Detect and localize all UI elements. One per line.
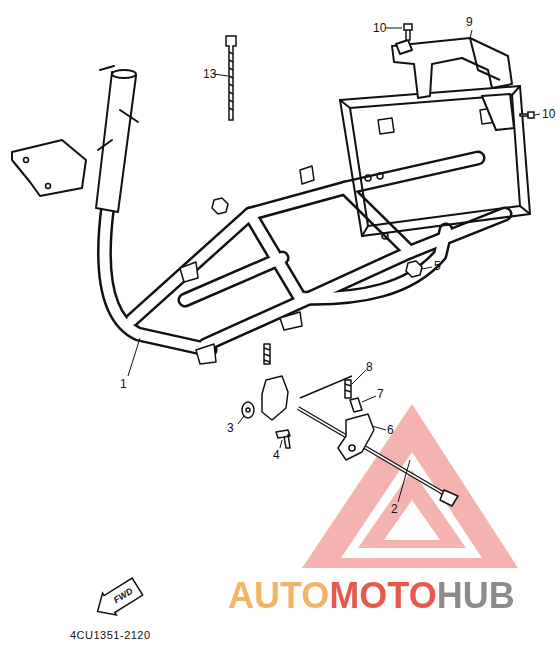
frame-body — [300, 166, 314, 184]
stand-parts — [440, 490, 458, 506]
direction-arrow: FWD — [91, 576, 145, 623]
frame-body — [406, 261, 422, 277]
leader-line — [128, 338, 140, 376]
frame-body — [250, 214, 300, 298]
frame-body — [377, 173, 383, 179]
frame-body — [345, 188, 410, 252]
bolt-part — [520, 112, 534, 118]
callout-number: 6 — [387, 424, 394, 436]
frame-body — [12, 140, 86, 196]
callout-number: 5 — [434, 260, 441, 272]
frame-body — [96, 72, 136, 212]
leader-line — [386, 28, 402, 29]
callout-number: 7 — [377, 388, 384, 400]
frame-body — [112, 70, 136, 78]
leader-line — [352, 370, 366, 384]
leader-line — [470, 30, 472, 38]
frame-body — [104, 158, 505, 350]
frame-body — [300, 230, 446, 298]
leader-line — [280, 440, 282, 448]
stand-parts — [246, 408, 250, 412]
leader-line — [398, 460, 410, 502]
leader-line — [422, 267, 432, 269]
band-part — [226, 36, 236, 120]
leader-line — [372, 426, 386, 430]
frame-body — [180, 262, 302, 364]
drawing-code: 4CU1351-2120 — [70, 630, 151, 641]
frame-body — [340, 86, 530, 236]
stand-parts — [350, 398, 362, 412]
callout-number: 13 — [203, 68, 216, 80]
frame-body — [12, 66, 530, 364]
bracket-part — [470, 38, 500, 80]
frame-body — [365, 175, 371, 181]
frame-body — [382, 233, 388, 239]
stand-parts — [298, 408, 448, 496]
callout-number: 8 — [366, 361, 373, 373]
stand-parts — [242, 402, 254, 418]
frame-body — [185, 258, 282, 300]
frame-body — [212, 198, 228, 214]
callout-number: 1 — [120, 378, 127, 390]
stand-parts — [264, 344, 270, 364]
bracket-part — [392, 38, 514, 130]
frame-body — [378, 108, 496, 134]
arrow-outline — [91, 576, 145, 623]
watermark-triangle — [358, 470, 466, 548]
stand-parts — [300, 376, 352, 398]
callout-number: 9 — [466, 16, 473, 28]
callout-number: 2 — [391, 503, 398, 515]
leader-line — [535, 114, 540, 115]
stand-parts — [338, 414, 374, 460]
frame-body — [104, 158, 505, 350]
frame-body — [340, 86, 530, 236]
bracket-part — [396, 40, 412, 54]
callout-number: 4 — [273, 449, 280, 461]
watermark-text: AUTOMOTOHUB — [228, 578, 515, 614]
stand-parts — [298, 408, 448, 496]
stand-parts — [262, 376, 288, 420]
callout-number: 3 — [227, 422, 234, 434]
bolt-part — [404, 24, 412, 40]
callout-number: 10 — [373, 22, 386, 34]
stand-parts — [242, 344, 458, 506]
frame-body — [250, 214, 300, 298]
bracket-part — [392, 38, 512, 98]
stand-parts — [349, 445, 355, 451]
leader-line — [238, 416, 244, 424]
frame-body — [98, 66, 138, 150]
leader-line — [362, 396, 376, 402]
band-part — [229, 52, 233, 110]
band-part — [226, 36, 236, 120]
leader-line — [128, 28, 540, 502]
bracket-part — [482, 94, 514, 130]
callout-number: 10 — [542, 108, 555, 120]
frame-body — [350, 95, 520, 226]
bolt-part — [404, 24, 534, 118]
frame-body — [24, 158, 29, 163]
frame-body — [46, 184, 51, 189]
stand-parts — [345, 380, 351, 398]
frame-body — [132, 158, 478, 320]
stand-parts — [276, 430, 290, 448]
frame-body — [205, 214, 505, 345]
frame-body — [345, 188, 410, 252]
